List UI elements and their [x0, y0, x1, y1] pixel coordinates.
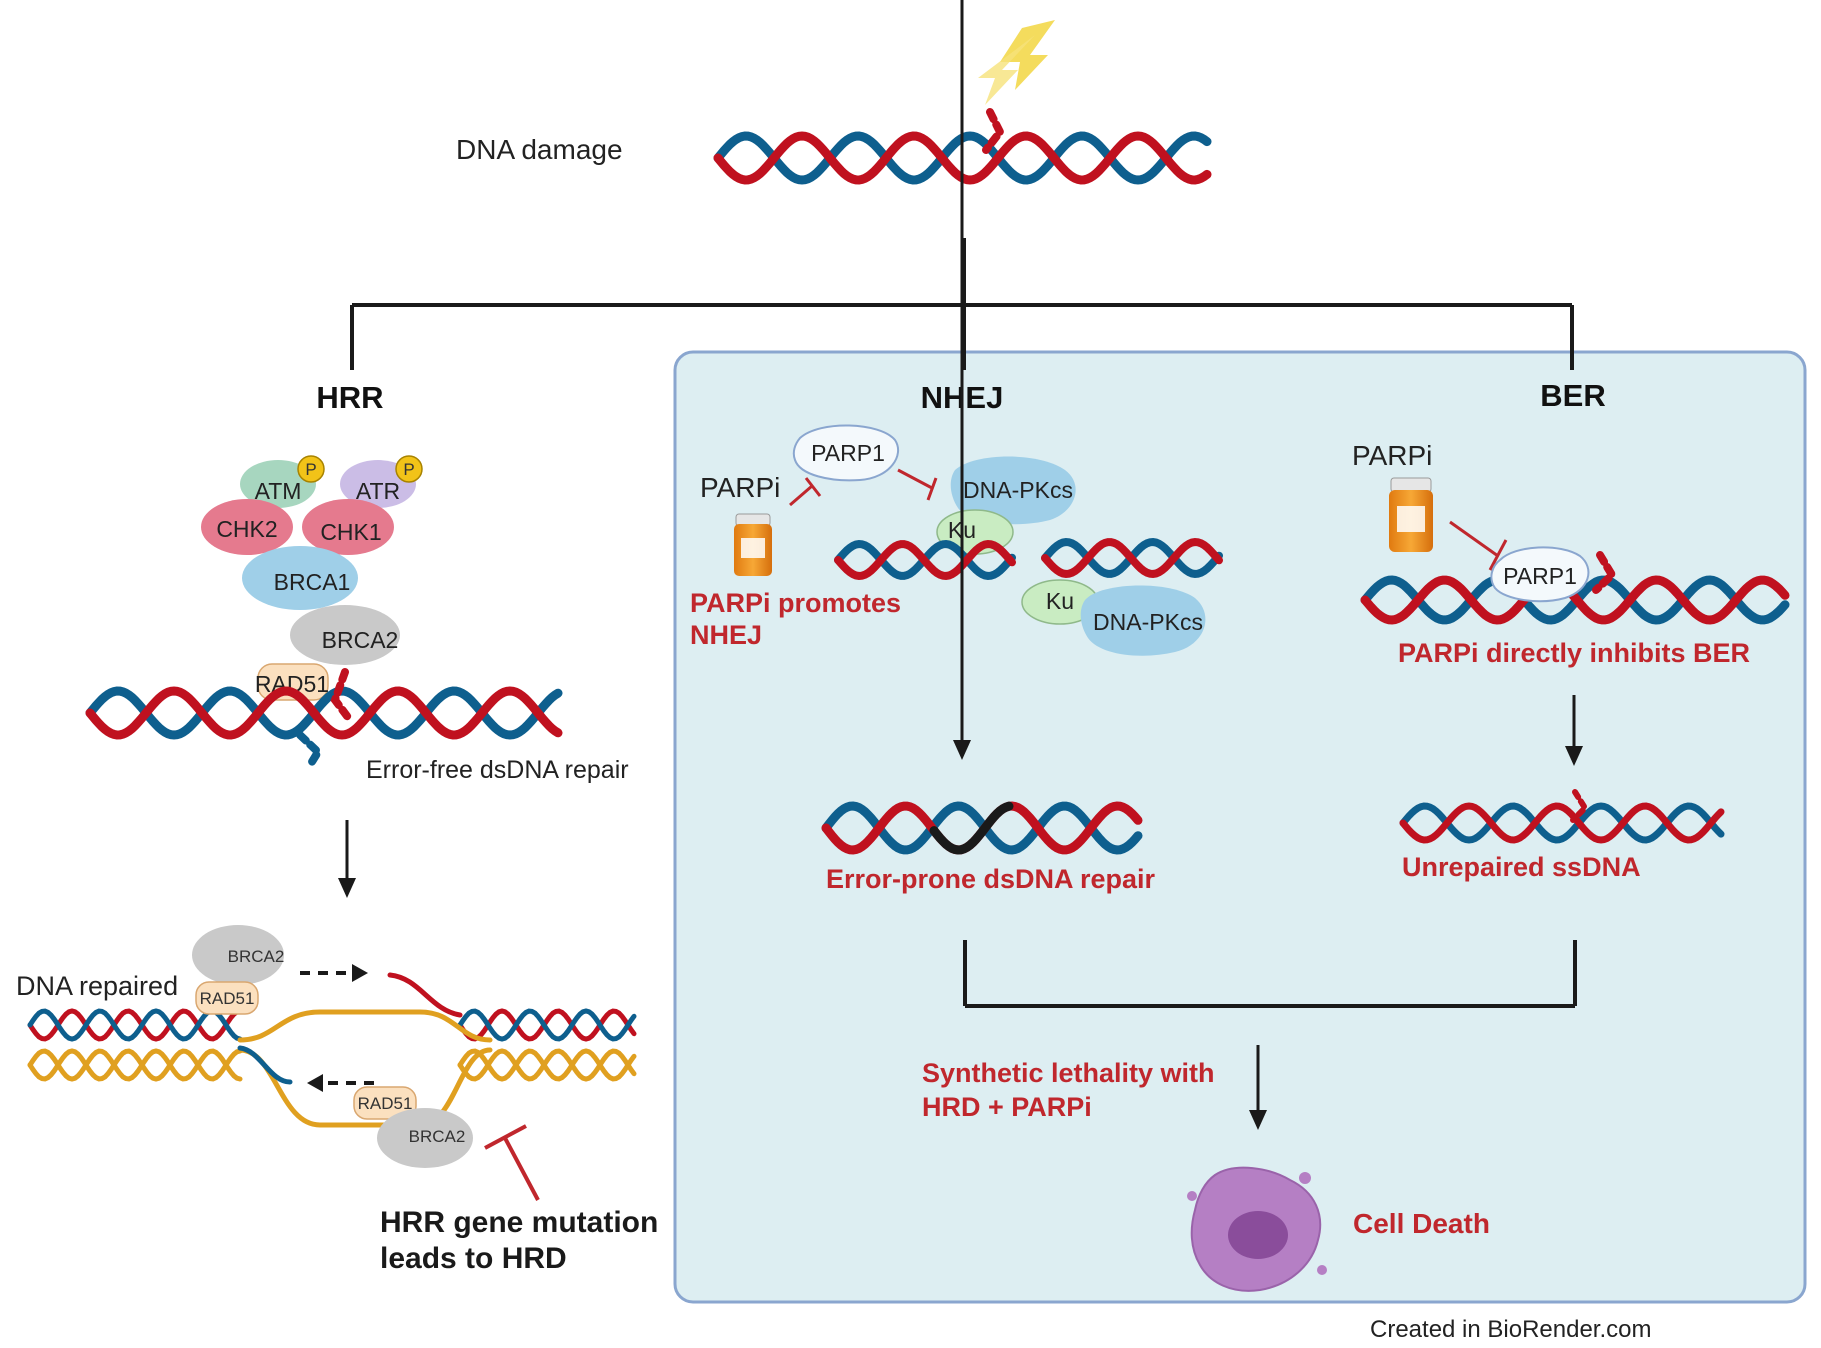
- repaired-protein-bottom: RAD51 BRCA2: [353, 1086, 473, 1168]
- recombination-dna-strands: [27, 972, 637, 1128]
- chk2-label: CHK2: [216, 516, 277, 542]
- nhej-dnapkcs-label: DNA-PKcs: [963, 477, 1073, 503]
- ber-heading: BER: [1540, 378, 1605, 413]
- dna-strand-orange: [237, 1009, 493, 1043]
- atm-label: ATM: [255, 478, 302, 504]
- brca1-label: BRCA1: [274, 569, 351, 595]
- ber-parp1-label: PARP1: [1503, 563, 1577, 589]
- brca2-bottom-label: BRCA2: [409, 1127, 466, 1146]
- rad51-top-label: RAD51: [200, 989, 255, 1008]
- dna-break-fragment: [1570, 789, 1589, 823]
- unrepaired-ssdna-helix: [1399, 789, 1725, 844]
- phospho-icon: [395, 455, 423, 483]
- dnapkcs-protein-2: [1080, 585, 1206, 656]
- parpi-inhibits-parp1-marker: [789, 477, 822, 507]
- chk1-label: CHK1: [320, 519, 381, 545]
- misrepaired-segment: [929, 801, 1014, 855]
- error-free-repair-label: Error-free dsDNA repair: [366, 756, 629, 784]
- nhej-dnapkcs2-label: DNA-PKcs: [1093, 609, 1203, 635]
- hrr-break-dna-helix: [85, 668, 563, 769]
- dna-strand-red: [1399, 802, 1725, 844]
- chk2-protein: [201, 499, 293, 555]
- dna-strand-orange: [27, 1048, 243, 1082]
- dna-strand-red: [1360, 575, 1790, 625]
- dna-break-fragment: [330, 668, 354, 724]
- brca1-protein: [242, 546, 358, 610]
- phospho-label: P: [403, 460, 414, 479]
- phospho-label: P: [305, 460, 316, 479]
- error-prone-repair-label: Error-prone dsDNA repair: [826, 864, 1156, 894]
- brca2-protein: [290, 605, 400, 665]
- dna-strand-blue: [457, 1008, 637, 1042]
- nhej-broken-dna-right: [1041, 537, 1223, 579]
- hrr-mutation-line1: HRR gene mutation: [380, 1206, 658, 1239]
- ber-down-arrow: [1565, 695, 1583, 766]
- nhej-parpi-label: PARPi: [700, 472, 780, 503]
- dna-strand-orange: [457, 1048, 637, 1082]
- nhej-parp1-label: PARP1: [811, 440, 885, 466]
- dna-break-fragment: [982, 108, 1005, 154]
- parp1-inhibits-dnapkcs-marker: [897, 468, 938, 501]
- synthetic-lethality-line2: HRD + PARPi: [922, 1092, 1092, 1122]
- cell-death-label: Cell Death: [1353, 1208, 1490, 1239]
- dna-strand-red: [27, 1008, 243, 1042]
- error-prone-repaired-dna: [821, 801, 1143, 855]
- dying-cell-icon: [1187, 1166, 1327, 1292]
- ber-parp1-protein: [1490, 546, 1590, 603]
- brca2-top-label: BRCA2: [228, 947, 285, 966]
- ber-damaged-dna: [1360, 551, 1790, 625]
- strand-invasion-arrows: [300, 964, 374, 1092]
- nhej-parpi-bottle-icon: [734, 513, 772, 576]
- parp1-protein: [792, 424, 900, 482]
- synthetic-lethality-line1: Synthetic lethality with: [922, 1058, 1215, 1088]
- brca2-label: BRCA2: [322, 627, 399, 653]
- dna-repaired-label: DNA repaired: [16, 971, 178, 1001]
- parpi-inhibits-ber-label: PARPi directly inhibits BER: [1398, 638, 1750, 668]
- atm-protein: [240, 460, 316, 508]
- dna-strand-red: [834, 539, 1016, 581]
- hrd-inhibition-marker: [484, 1124, 540, 1201]
- biorender-credit: Created in BioRender.com: [1370, 1316, 1651, 1343]
- nhej-down-arrow: [953, 0, 971, 760]
- nhej-ku2-label: Ku: [1046, 588, 1074, 614]
- dna-strand-orange: [27, 1048, 243, 1082]
- dna-strand-red: [387, 972, 463, 1018]
- dna-break-fragment: [1592, 551, 1618, 594]
- lightning-bolt-icon: [1000, 20, 1055, 90]
- unrepaired-ssdna-label: Unrepaired ssDNA: [1402, 852, 1641, 882]
- dnapkcs-protein: [950, 456, 1076, 525]
- lethality-down-arrow: [1249, 1045, 1267, 1130]
- parpi-promotes-line1: PARPi promotes: [690, 588, 901, 618]
- hrr-down-arrow: [338, 820, 356, 898]
- merge-connector: [963, 940, 1577, 1008]
- dna-damage-label: DNA damage: [456, 134, 623, 165]
- phospho-icon: [297, 455, 325, 483]
- dna-strand-blue: [237, 1045, 293, 1085]
- repaired-protein-top: BRCA2 RAD51: [192, 925, 285, 1015]
- parpi-inhibits-ber-marker: [1449, 520, 1508, 571]
- rad51-bottom-label: RAD51: [358, 1094, 413, 1113]
- parpi-panel: [673, 350, 1807, 1304]
- nhej-broken-dna-left: [834, 539, 1016, 581]
- dna-strand-blue: [27, 1008, 243, 1042]
- hrr-protein-complex: P P ATM ATR CHK2 CHK1 BRCA1 BRCA2 RAD51: [201, 455, 423, 701]
- atr-label: ATR: [356, 478, 400, 504]
- dna-strand-red: [1041, 537, 1223, 579]
- dna-strand-red: [85, 686, 563, 740]
- hrr-mutation-line2: leads to HRD: [380, 1242, 567, 1275]
- ber-parpi-bottle-icon: [1389, 477, 1433, 552]
- parpi-promotes-line2: NHEJ: [690, 620, 762, 650]
- hrr-heading: HRR: [316, 380, 383, 415]
- dna-break-fragment: [296, 731, 324, 769]
- ber-parpi-label: PARPi: [1352, 440, 1432, 471]
- lightning-bolt-icon: [978, 35, 1035, 105]
- chk1-protein: [302, 499, 394, 555]
